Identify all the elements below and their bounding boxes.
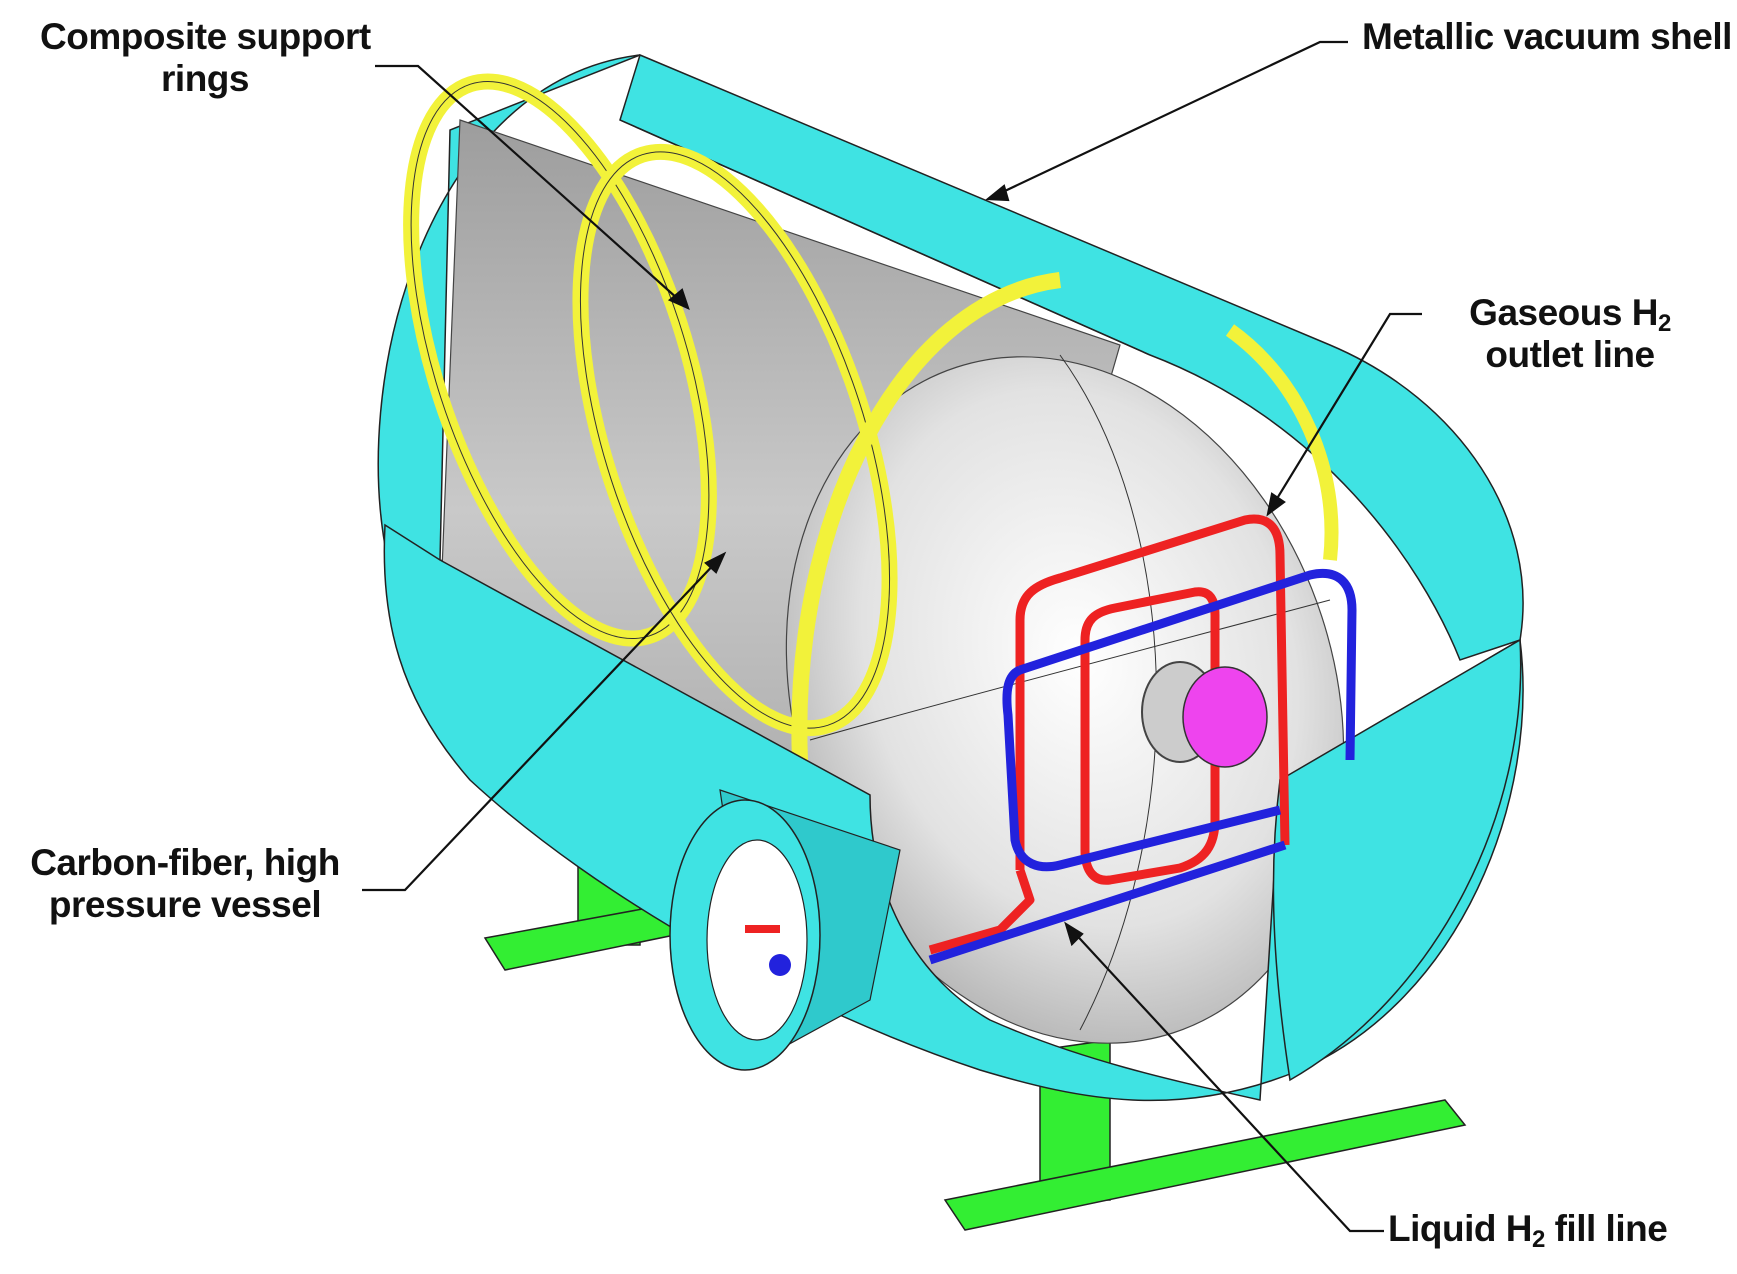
- arrow-composite-rings: [667, 288, 690, 311]
- arrow-vacuum-shell: [985, 184, 1010, 202]
- arrow-gaseous-outlet: [1266, 492, 1286, 517]
- label-carbon-line2: pressure vessel: [48, 884, 322, 925]
- flange-nozzle: [669, 789, 901, 1071]
- liquid-h2-fill-line: [928, 569, 1357, 965]
- shell-top-cut: [619, 53, 1524, 661]
- label-liquid-prefix: Liquid H: [1388, 1208, 1532, 1249]
- valve-fitting: [1182, 666, 1268, 768]
- support-ring-2-edge: [579, 151, 891, 729]
- label-gaseous-sub: 2: [1657, 310, 1671, 337]
- bore-internal-valve: [769, 954, 791, 976]
- leader-carbon-fiber: [362, 557, 721, 892]
- label-liquid-sub: 2: [1531, 1226, 1545, 1253]
- label-gaseous-line2: outlet line: [1485, 334, 1655, 375]
- label-composite-support-rings: Composite support rings: [40, 16, 371, 100]
- label-gaseous-prefix: Gaseous H: [1469, 292, 1658, 333]
- arrow-liquid-fill: [1064, 921, 1084, 947]
- support-ring-4: [1225, 324, 1339, 561]
- support-ring-1-edge: [410, 81, 710, 639]
- leader-liquid-fill: [1069, 927, 1384, 1233]
- arrow-carbon-fiber: [704, 551, 727, 574]
- label-liquid-suffix: fill line: [1544, 1208, 1668, 1249]
- front-support-foot: [943, 1099, 1467, 1231]
- bore-internal-pipe: [745, 925, 780, 933]
- label-carbon-line1: Carbon-fiber, high: [30, 842, 340, 883]
- vacuum-shell-front: [383, 523, 1524, 1102]
- dome-meridian-b: [809, 599, 1331, 741]
- leader-vacuum-shell: [989, 40, 1348, 199]
- leader-lines: [362, 40, 1422, 1233]
- label-carbon-fiber-vessel: Carbon-fiber, high pressure vessel: [10, 842, 360, 926]
- label-composite-line2: rings: [161, 58, 249, 99]
- leader-gaseous-outlet: [1269, 312, 1422, 511]
- label-gaseous-h2-outlet: Gaseous H2 outlet line: [1420, 292, 1720, 376]
- flange-bore: [706, 839, 808, 1041]
- shell-front-flap: [1272, 638, 1522, 1082]
- label-metallic-vacuum-shell: Metallic vacuum shell: [1362, 16, 1732, 58]
- label-vacuum-shell-text: Metallic vacuum shell: [1362, 16, 1732, 57]
- piping: [928, 514, 1357, 965]
- leader-composite-rings: [375, 64, 689, 309]
- label-liquid-h2-fill-line: Liquid H2 fill line: [1388, 1208, 1668, 1253]
- label-composite-line1: Composite support: [40, 16, 371, 57]
